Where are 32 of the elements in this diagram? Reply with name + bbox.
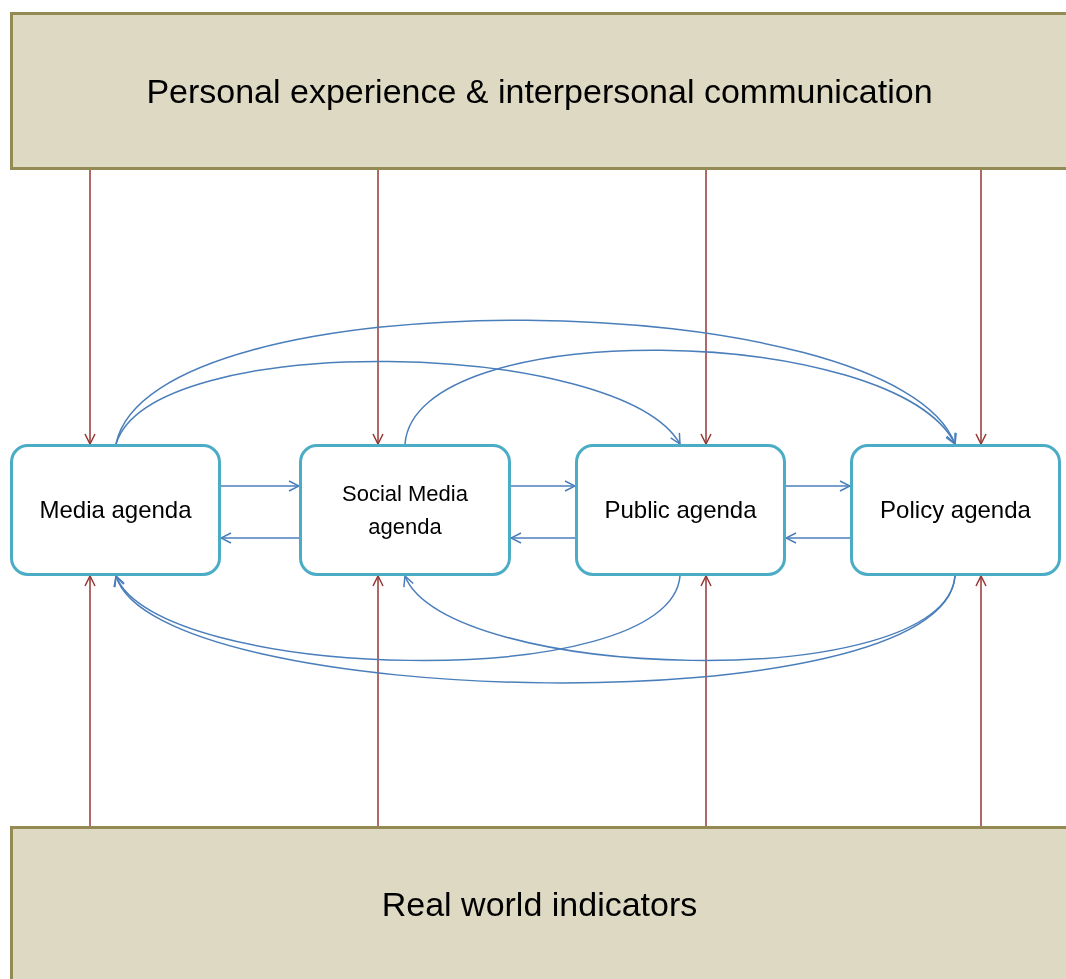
- arrow: [510, 532, 576, 544]
- arrow: [700, 575, 712, 827]
- footer-band: [10, 826, 1066, 979]
- header-band: [10, 12, 1066, 170]
- arrow: [220, 532, 300, 544]
- arrow: [404, 575, 956, 662]
- arrow: [115, 319, 956, 445]
- node-label: Public agenda: [603, 495, 758, 525]
- arrow: [785, 532, 851, 544]
- arrow: [115, 575, 956, 684]
- arrow: [115, 360, 681, 445]
- arrow: [975, 575, 987, 827]
- node-label: Personal experience & interpersonal communication: [146, 71, 933, 111]
- arrow: [84, 575, 96, 827]
- arrow: [372, 169, 384, 445]
- agenda-box: [575, 444, 786, 576]
- arrow: [700, 169, 712, 445]
- arrow: [785, 480, 851, 492]
- node-label: Policy agenda: [879, 495, 1032, 525]
- arrow: [510, 480, 576, 492]
- arrow: [115, 575, 681, 662]
- arrow: [975, 169, 987, 445]
- arrow: [372, 575, 384, 827]
- arrow: [220, 480, 300, 492]
- arrow: [404, 349, 956, 445]
- node-label: Real world indicators: [381, 884, 698, 924]
- agenda-box: [850, 444, 1061, 576]
- node-label: Social Media agenda: [341, 480, 469, 541]
- node-label: Media agenda: [38, 495, 193, 525]
- agenda-box: [10, 444, 221, 576]
- arrow: [84, 169, 96, 445]
- agenda-box: [299, 444, 511, 576]
